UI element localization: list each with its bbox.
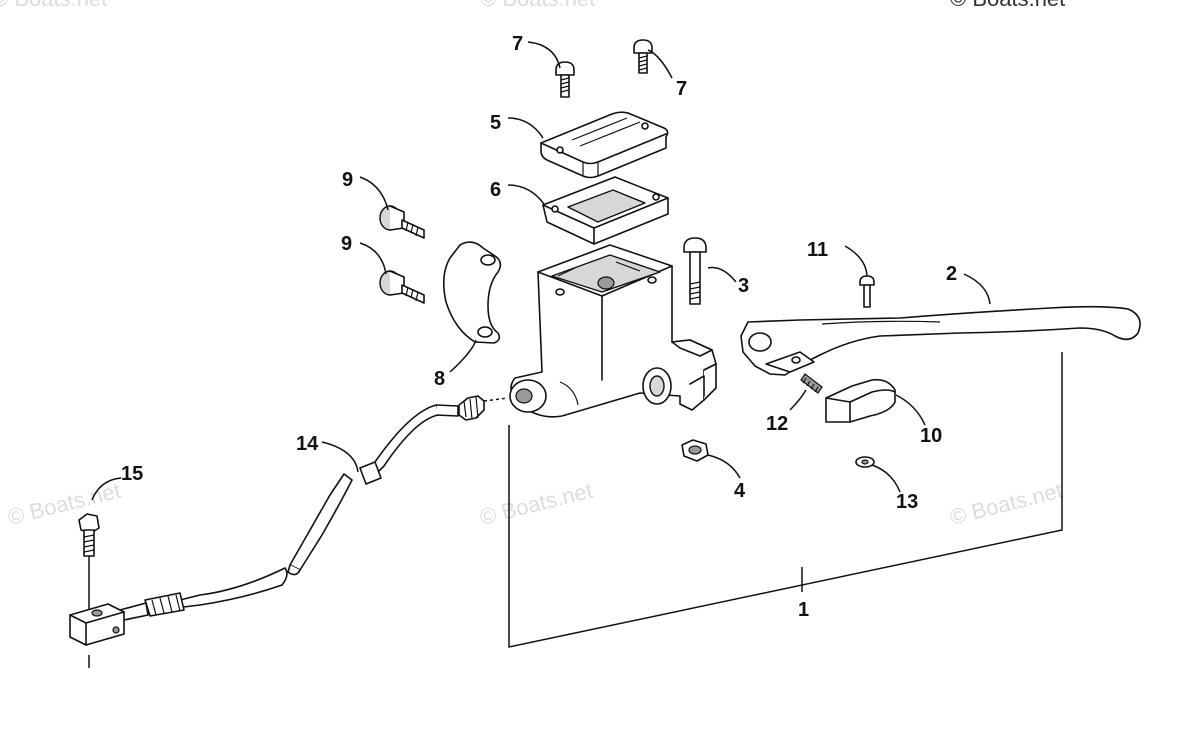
master-cylinder-body-1 [509,244,717,418]
callout-7-right: 7 [676,78,687,100]
watermark: © Boats.net [5,478,123,530]
callout-11: 11 [807,239,828,261]
callout-12: 12 [766,413,788,435]
bolt-15 [78,513,100,610]
bolt-3 [683,237,707,305]
callout-8: 8 [434,368,445,390]
pivot-bolt-11 [859,275,875,308]
handlebar-clamp-8 [442,241,502,344]
callout-6: 6 [490,179,501,201]
callout-1: 1 [798,599,809,621]
brake-lever-2 [740,305,1141,376]
callout-15: 15 [121,463,143,485]
screw-7-left [555,61,575,98]
washer-13 [855,456,875,468]
leader-lines [91,41,991,501]
cable-end-block [69,603,125,668]
diaphragm-6 [542,176,669,245]
clutch-cable-14 [119,395,509,621]
bolt-9-lower [379,270,425,304]
callout-13: 13 [896,491,918,513]
callout-9-lower: 9 [341,233,352,255]
watermark: © Boats.net [477,478,595,530]
callout-7-left: 7 [512,33,523,55]
callout-2: 2 [946,263,957,285]
watermark: © Boats.net [950,0,1065,11]
callout-10: 10 [920,425,942,447]
reservoir-cover-5 [540,111,669,179]
callout-9-upper: 9 [342,169,353,191]
set-screw-12 [800,373,823,394]
callout-14: 14 [296,433,319,455]
watermark: © Boats.net [480,0,595,11]
adjuster-block-10 [825,378,896,423]
callout-3: 3 [738,275,749,297]
nut-4 [681,439,709,462]
assembly-bracket [508,352,1063,648]
bolt-9-upper [379,205,425,239]
callout-5: 5 [490,112,501,134]
watermark: © Boats.net [0,0,107,11]
watermark: © Boats.net [947,478,1065,530]
screw-7-right [633,39,653,74]
callout-labels: 1 2 3 4 5 6 7 7 8 9 9 10 11 12 13 14 15 [121,33,957,621]
callout-4: 4 [734,480,746,502]
